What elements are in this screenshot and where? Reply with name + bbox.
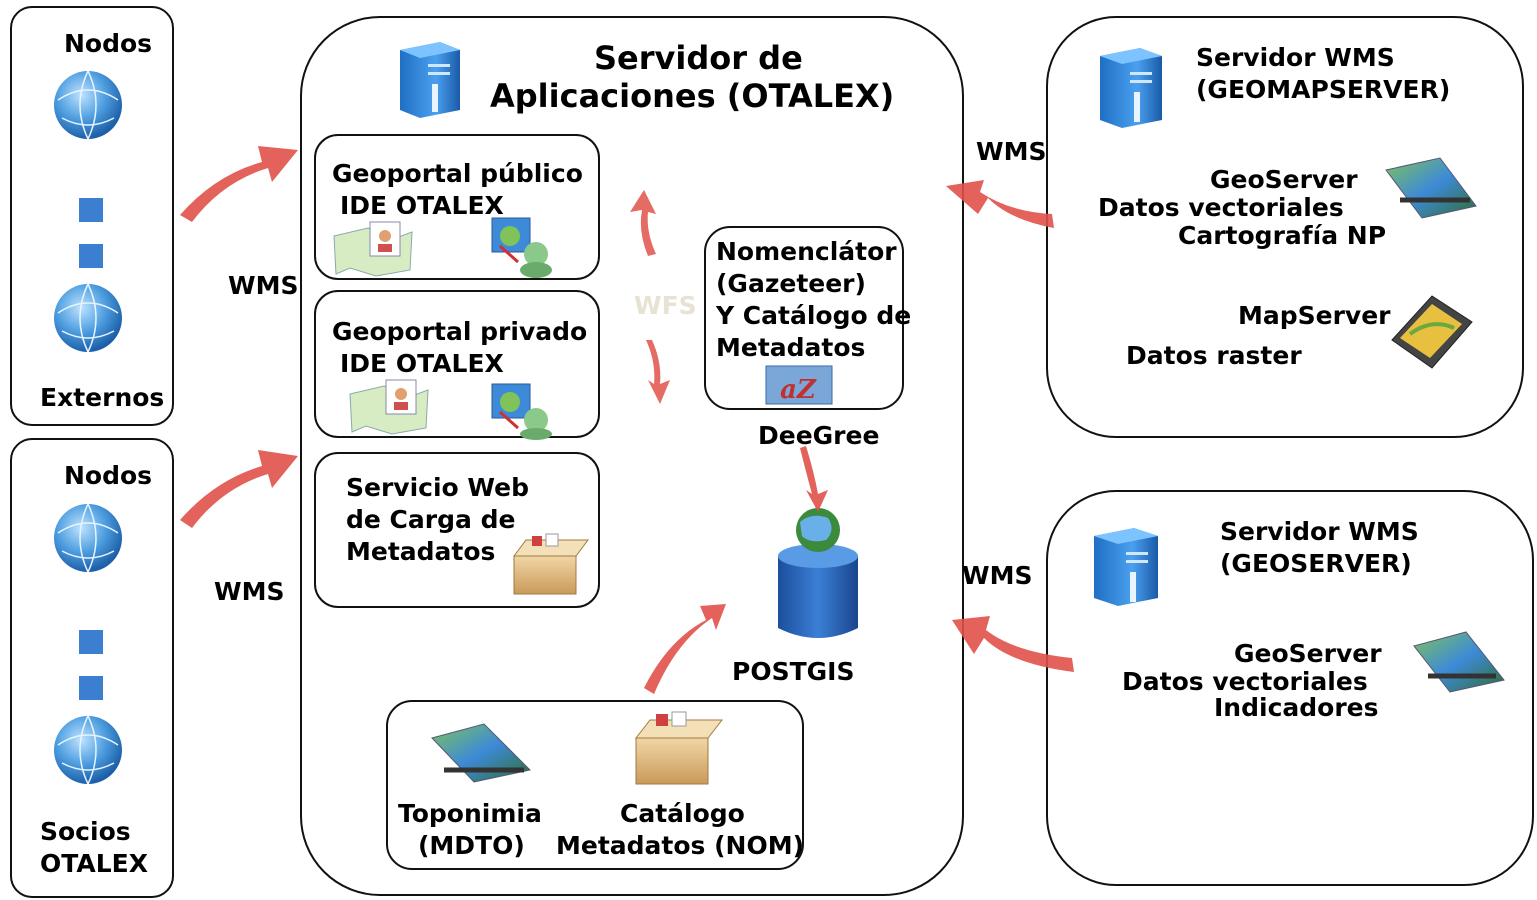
partner-nodes-subtitle-2: OTALEX <box>40 849 148 878</box>
partner-nodes-subtitle-1: Socios <box>40 817 131 846</box>
catalogo-line-1: Catálogo <box>620 799 745 828</box>
external-nodes-subtitle: Externos <box>40 383 165 412</box>
geoserver-geoserver: GeoServer <box>1234 639 1382 668</box>
node-ellipsis-square <box>79 676 103 700</box>
arrow-to-app-top <box>180 146 298 222</box>
geoserver-title-1: Servidor WMS <box>1220 517 1419 546</box>
geomapserver-title-2: (GEOMAPSERVER) <box>1196 75 1451 104</box>
node-ellipsis-square <box>79 630 103 654</box>
nomenclator-box <box>704 226 904 410</box>
geoportal-privado-title: Geoportal privado <box>332 317 588 346</box>
geoserver-indicadores: Indicadores <box>1214 693 1379 722</box>
nomenclator-line-3: Y Catálogo de <box>716 301 912 330</box>
geoportal-publico-title: Geoportal público <box>332 159 583 188</box>
toponimia-line-1: Toponimia <box>398 799 542 828</box>
geomapserver-title-1: Servidor WMS <box>1196 43 1395 72</box>
external-nodes-title: Nodos <box>64 29 153 58</box>
app-server-title-2: Aplicaciones (OTALEX) <box>490 77 895 115</box>
nomenclator-line-1: Nomenclátor <box>716 237 897 266</box>
servicio-web-line-2: de Carga de <box>346 505 516 534</box>
geoportal-publico-subtitle: IDE OTALEX <box>340 192 504 214</box>
partner-nodes-title: Nodos <box>64 461 153 490</box>
geoserver-vectoriales: Datos vectoriales <box>1122 667 1368 696</box>
node-ellipsis-square <box>79 244 103 268</box>
nomenclator-line-2: (Gazeteer) <box>716 269 866 298</box>
arrow-to-app-bottom <box>180 450 298 528</box>
geomapserver-cartografia: Cartografía NP <box>1178 221 1387 250</box>
catalogo-line-2: Metadatos (NOM) <box>556 831 805 860</box>
app-server-title-1: Servidor de <box>594 39 803 77</box>
geomapserver-raster: Datos raster <box>1126 341 1302 370</box>
servicio-web-line-1: Servicio Web <box>346 473 529 502</box>
geomapserver-mapserver: MapServer <box>1238 301 1391 330</box>
servicio-web-line-3: Metadatos <box>346 537 496 566</box>
postgis-label: POSTGIS <box>732 657 855 686</box>
wms-label: WMS <box>214 577 285 606</box>
geoportal-privado-subtitle: IDE OTALEX <box>340 349 504 378</box>
geomapserver-geoserver: GeoServer <box>1210 165 1358 194</box>
deegree-label: DeeGree <box>758 421 880 450</box>
node-ellipsis-square <box>79 198 103 222</box>
wms-label: WMS <box>228 271 299 300</box>
wms-label: WMS <box>962 561 1033 590</box>
geoserver-title-2: (GEOSERVER) <box>1220 549 1412 578</box>
nomenclator-line-4: Metadatos <box>716 333 866 362</box>
toponimia-line-2: (MDTO) <box>418 831 525 860</box>
wfs-label: WFS <box>634 291 697 320</box>
geomapserver-vectoriales: Datos vectoriales <box>1098 193 1344 222</box>
wms-label: WMS <box>976 137 1047 166</box>
